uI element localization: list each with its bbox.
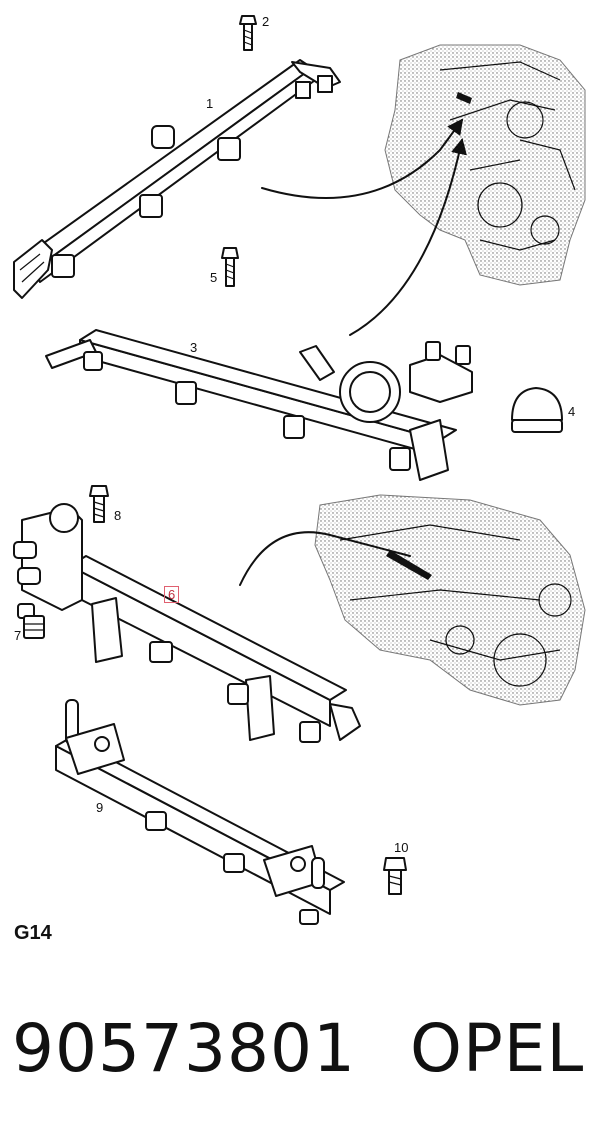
- fuel-rail-9-part: [55, 699, 345, 925]
- parts-diagram: [13, 15, 586, 925]
- callout-9: 9: [96, 800, 104, 815]
- callout-7: 7: [14, 628, 22, 643]
- fuel-rail-6-part: [13, 503, 361, 743]
- callout-6[interactable]: 6: [164, 586, 180, 603]
- bolt-icon: [89, 485, 109, 523]
- engine-top-illustration: [384, 44, 586, 286]
- part-number: 90573801: [12, 1010, 356, 1087]
- cap-icon: [511, 387, 563, 433]
- arrow-rail-1: [261, 118, 464, 199]
- valve-icon: [17, 603, 45, 639]
- bolt-icon: [239, 15, 257, 51]
- callout-4: 4: [568, 404, 576, 419]
- bolt-icon: [383, 857, 407, 895]
- callout-3: 3: [190, 340, 198, 355]
- bolt-icon: [221, 247, 239, 287]
- callout-10: 10: [394, 840, 409, 855]
- callout-1: 1: [206, 96, 214, 111]
- engine-bottom-illustration: [314, 494, 586, 706]
- sheet-code: G14: [14, 922, 52, 944]
- arrow-rail-3: [349, 138, 467, 336]
- callout-8: 8: [114, 508, 122, 523]
- brand-name: OPEL: [410, 1010, 585, 1087]
- callout-5: 5: [210, 270, 218, 285]
- fuel-rail-3-part: [45, 329, 473, 481]
- callout-2: 2: [262, 14, 270, 29]
- fuel-rail-1-part: [13, 59, 341, 299]
- arrow-rail-6: [239, 531, 411, 586]
